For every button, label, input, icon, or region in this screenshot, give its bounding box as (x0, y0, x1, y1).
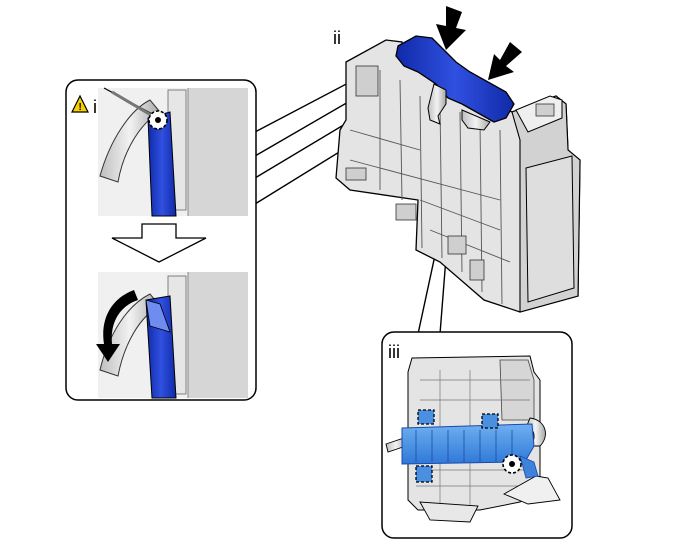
caution-exclamation: ! (79, 102, 82, 113)
push-arrow-icon (436, 6, 466, 50)
curved-rotate-arrow-icon (96, 290, 138, 362)
main-assembly-view: ii (333, 6, 581, 313)
panel-i-bottom-image (96, 272, 248, 399)
push-arrow-icon-2 (488, 42, 522, 80)
label-panel-iii: iii (388, 342, 400, 362)
dashed-square-marker-icon (417, 409, 435, 425)
dashed-square-marker-icon-2 (481, 413, 499, 429)
harness-tube-white-2 (461, 109, 491, 131)
panel-i: ! i (65, 79, 257, 401)
dashed-square-marker-icon-3 (415, 465, 433, 483)
harness-tube-white (427, 83, 447, 125)
panel-iii: iii (381, 331, 573, 539)
hollow-down-arrow-icon (111, 223, 207, 263)
wire-harness-protector-blue (395, 35, 515, 123)
warning-triangle-icon (71, 94, 89, 113)
housing-details (345, 65, 555, 281)
panel-i-top-image (98, 87, 248, 217)
label-panel-i: i (93, 97, 97, 117)
label-main-view: ii (333, 28, 341, 48)
housing-right-panel (525, 155, 575, 303)
panel-iii-assembly (385, 355, 561, 523)
